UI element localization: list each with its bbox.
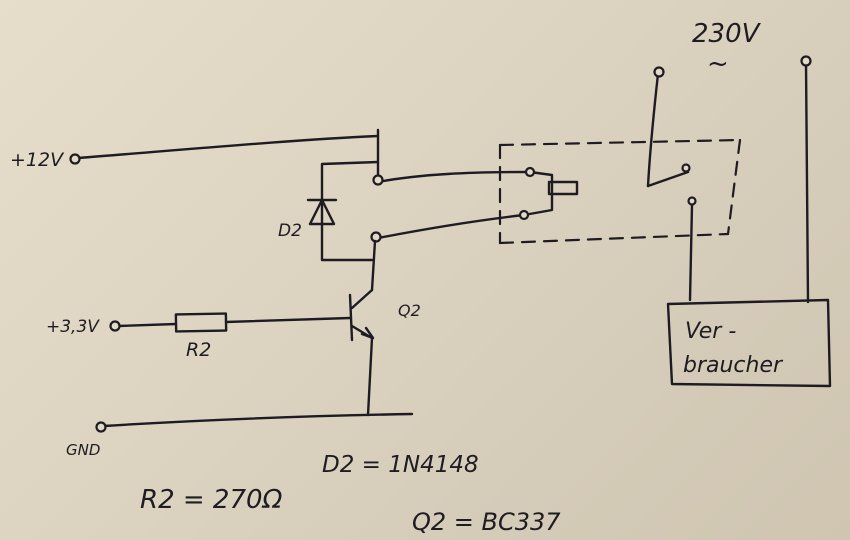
relay-contact-com — [687, 196, 697, 206]
part-resistor: R2 = 270Ω — [140, 485, 283, 515]
mains-terminal-left — [653, 66, 665, 78]
label-r2: R2 — [186, 339, 211, 361]
wire-mains-right — [804, 61, 810, 304]
relay-enclosure — [498, 138, 742, 245]
wire-base — [116, 316, 352, 328]
wire-relay-coil-top — [376, 170, 532, 184]
relay-switch — [646, 72, 694, 302]
label-d2: D2 — [278, 221, 302, 241]
node-coil-bottom — [370, 231, 382, 243]
relay-pin-1 — [524, 166, 536, 178]
transistor-q2 — [348, 288, 375, 417]
part-diode: D2 = 1N4148 — [322, 452, 479, 478]
label-230v: 230V — [692, 19, 762, 49]
wire-relay-coil-bottom — [376, 213, 526, 240]
node-coil-top — [372, 174, 384, 186]
relay-contact-no — [681, 163, 691, 173]
load-box — [666, 298, 832, 388]
wire-12v-supply — [76, 128, 380, 180]
relay-coil — [522, 170, 579, 217]
label-ac-symbol: ~ — [707, 49, 729, 79]
part-transistor: Q2 = BC337 — [412, 508, 561, 536]
load-label-line2: braucher — [683, 353, 784, 378]
mains-terminal-right — [800, 55, 812, 67]
terminal-12v — [69, 153, 81, 165]
load-label-line1: Ver - — [685, 319, 736, 344]
wire-collector — [370, 239, 377, 292]
relay-pin-2 — [518, 209, 530, 221]
terminal-gnd — [95, 421, 107, 433]
label-gnd: GND — [66, 441, 100, 459]
label-3v3: +3,3V — [46, 317, 100, 337]
terminal-3v3 — [109, 320, 121, 332]
label-q2: Q2 — [398, 301, 421, 320]
freewheel-diode — [306, 160, 380, 262]
resistor-r2 — [174, 312, 228, 333]
wire-gnd — [102, 412, 414, 428]
label-12v: +12V — [10, 149, 65, 171]
